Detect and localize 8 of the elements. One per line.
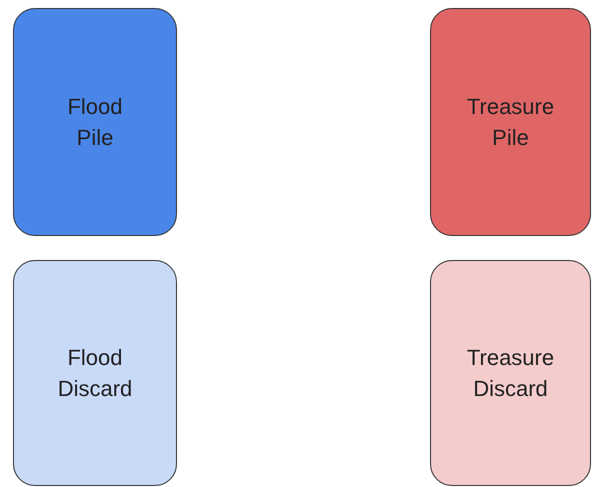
card-label: Flood Pile [67,93,123,152]
card-label: Treasure Discard [466,344,554,403]
card-box [13,260,177,486]
card-box [430,8,591,236]
card-label: Flood Discard [58,344,132,403]
card-label: Treasure Pile [466,93,554,152]
card-box [430,260,591,486]
card-box [13,8,177,236]
